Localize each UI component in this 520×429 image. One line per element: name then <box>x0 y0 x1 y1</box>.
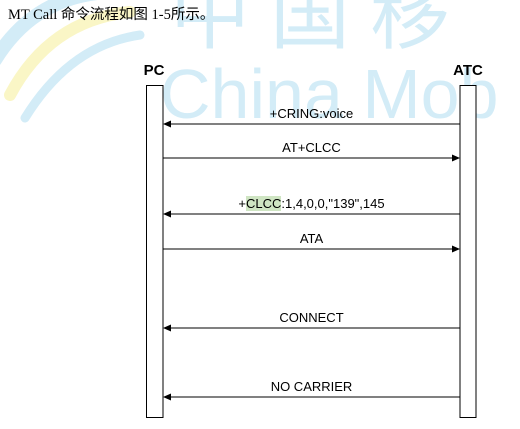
message-arrows <box>163 120 460 401</box>
message-text: NO CARRIER <box>270 379 353 394</box>
highlighted-text: CLCC <box>245 196 282 211</box>
logo-swoosh-icon <box>0 0 145 123</box>
arrowhead-icon <box>163 120 171 128</box>
message-text: CONNECT <box>279 310 344 325</box>
message-text: +CRING:voice <box>269 106 354 121</box>
arrowhead-icon <box>452 245 460 253</box>
message-text: AT+CLCC <box>282 140 341 155</box>
message-label: AT+CLCC <box>163 140 460 156</box>
watermark-english: China Mob <box>160 55 499 133</box>
lifeline-label-pc: PC <box>144 62 165 79</box>
message-text: ATA <box>299 231 324 246</box>
message-label: NO CARRIER <box>163 379 460 395</box>
arrowhead-icon <box>163 210 171 218</box>
arrowhead-icon <box>163 393 171 401</box>
arrowhead-icon <box>452 154 460 162</box>
lifeline-label-atc: ATC <box>453 62 483 79</box>
message-label: CONNECT <box>163 310 460 326</box>
intro-text: MT Call 命令流程如图 1-5所示。 <box>8 7 215 23</box>
watermark-chinese: 中国移 <box>170 0 470 59</box>
message-text: :1,4,0,0,"139",145 <box>281 196 385 211</box>
message-label: ATA <box>163 231 460 247</box>
message-label: +CLCC:1,4,0,0,"139",145 <box>163 196 460 212</box>
message-text: + <box>238 196 246 211</box>
arrowhead-icon <box>163 324 171 332</box>
message-label: +CRING:voice <box>163 106 460 122</box>
lifeline-pc <box>146 85 164 418</box>
lifeline-atc <box>459 85 477 418</box>
